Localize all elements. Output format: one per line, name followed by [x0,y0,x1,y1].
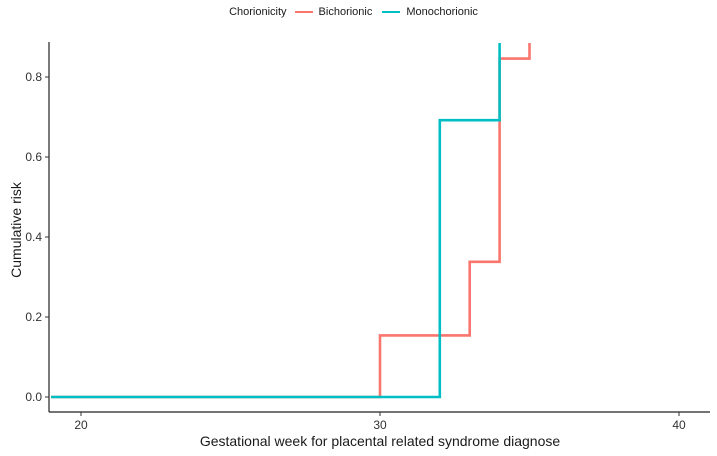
x-tick-label: 30 [373,418,387,432]
axes-layer: 0.0 0.2 0.4 0.6 0.8 20 30 40 [25,42,710,432]
y-tick-label: 0.4 [25,230,42,244]
y-tick-label: 0.6 [25,150,42,164]
legend-swatch-bichorionic [294,10,313,14]
series-bichorionic [51,43,531,399]
chart-legend: Chorionicity Bichorionic Monochorionic [0,6,717,18]
x-tick-label: 40 [672,418,686,432]
legend-label-bichorionic: Bichorionic [318,6,373,18]
series-layer [51,43,531,399]
x-axis-title: Gestational week for placental related s… [200,433,561,449]
x-tick-label: 20 [74,418,88,432]
series-monochorionic [51,43,501,399]
legend-label-monochorionic: Monochorionic [406,6,478,18]
y-tick-label: 0.8 [25,70,42,84]
y-tick-label: 0.0 [25,390,42,404]
legend-title: Chorionicity [229,6,287,18]
y-axis-title: Cumulative risk [8,181,24,278]
legend-item-monochorionic: Monochorionic [382,6,478,18]
legend-swatch-monochorionic [382,10,401,14]
legend-item-bichorionic: Bichorionic [294,6,373,18]
y-tick-label: 0.2 [25,310,42,324]
